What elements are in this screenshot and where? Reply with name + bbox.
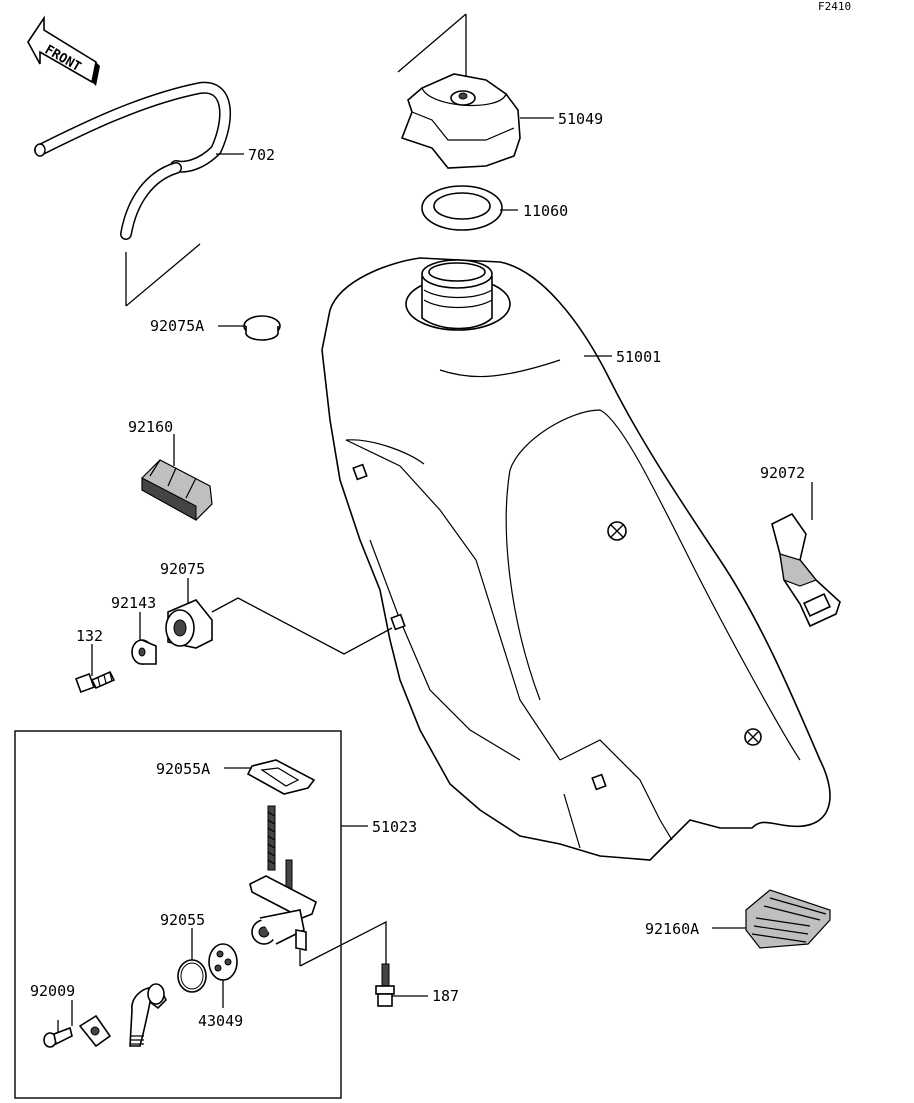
- fuel-cap-part: [397, 13, 521, 169]
- callout-92075A: 92075A: [150, 317, 204, 335]
- grommet-part: [165, 597, 393, 655]
- damper-pad-part: [141, 459, 213, 521]
- callout-92055: 92055: [160, 911, 205, 929]
- callout-92160: 92160: [128, 418, 173, 436]
- tank-strap-part: [771, 512, 841, 628]
- cap-gasket-part: [421, 185, 503, 231]
- fuel-cock-part: [249, 805, 387, 967]
- figure-code: F2410: [818, 0, 851, 13]
- callout-702: 702: [248, 146, 275, 164]
- screw-part: [43, 1020, 73, 1048]
- front-arrow-icon: FRONT: [27, 15, 100, 86]
- plug-part: [243, 315, 281, 341]
- collar-part: [131, 639, 157, 665]
- callout-92075: 92075: [160, 560, 205, 578]
- callout-51049: 51049: [558, 110, 603, 128]
- callout-92055A: 92055A: [156, 760, 210, 778]
- callout-92072: 92072: [760, 464, 805, 482]
- callout-92009: 92009: [30, 982, 75, 1000]
- callout-132: 132: [76, 627, 103, 645]
- cock-gasket-part: [246, 759, 316, 795]
- callout-187: 187: [432, 987, 459, 1005]
- fuel-cock-assy-box: [14, 730, 342, 1099]
- callout-92160A: 92160A: [645, 920, 699, 938]
- callout-43049: 43049: [198, 1012, 243, 1030]
- callout-51001: 51001: [616, 348, 661, 366]
- o-ring-part: [177, 928, 207, 993]
- callout-51023: 51023: [372, 818, 417, 836]
- lever-part: [129, 983, 167, 1047]
- plate-part: [78, 1014, 112, 1048]
- leader-lines: [71, 117, 813, 1026]
- filter-part: [208, 943, 238, 1008]
- rear-pad-part: [745, 889, 831, 949]
- fuel-tank-part: [321, 257, 831, 861]
- cock-bolt-part: [375, 963, 395, 1007]
- mount-bolt-part: [75, 670, 116, 693]
- callout-11060: 11060: [523, 202, 568, 220]
- breather-hose-part: [34, 81, 232, 307]
- callout-92143: 92143: [111, 594, 156, 612]
